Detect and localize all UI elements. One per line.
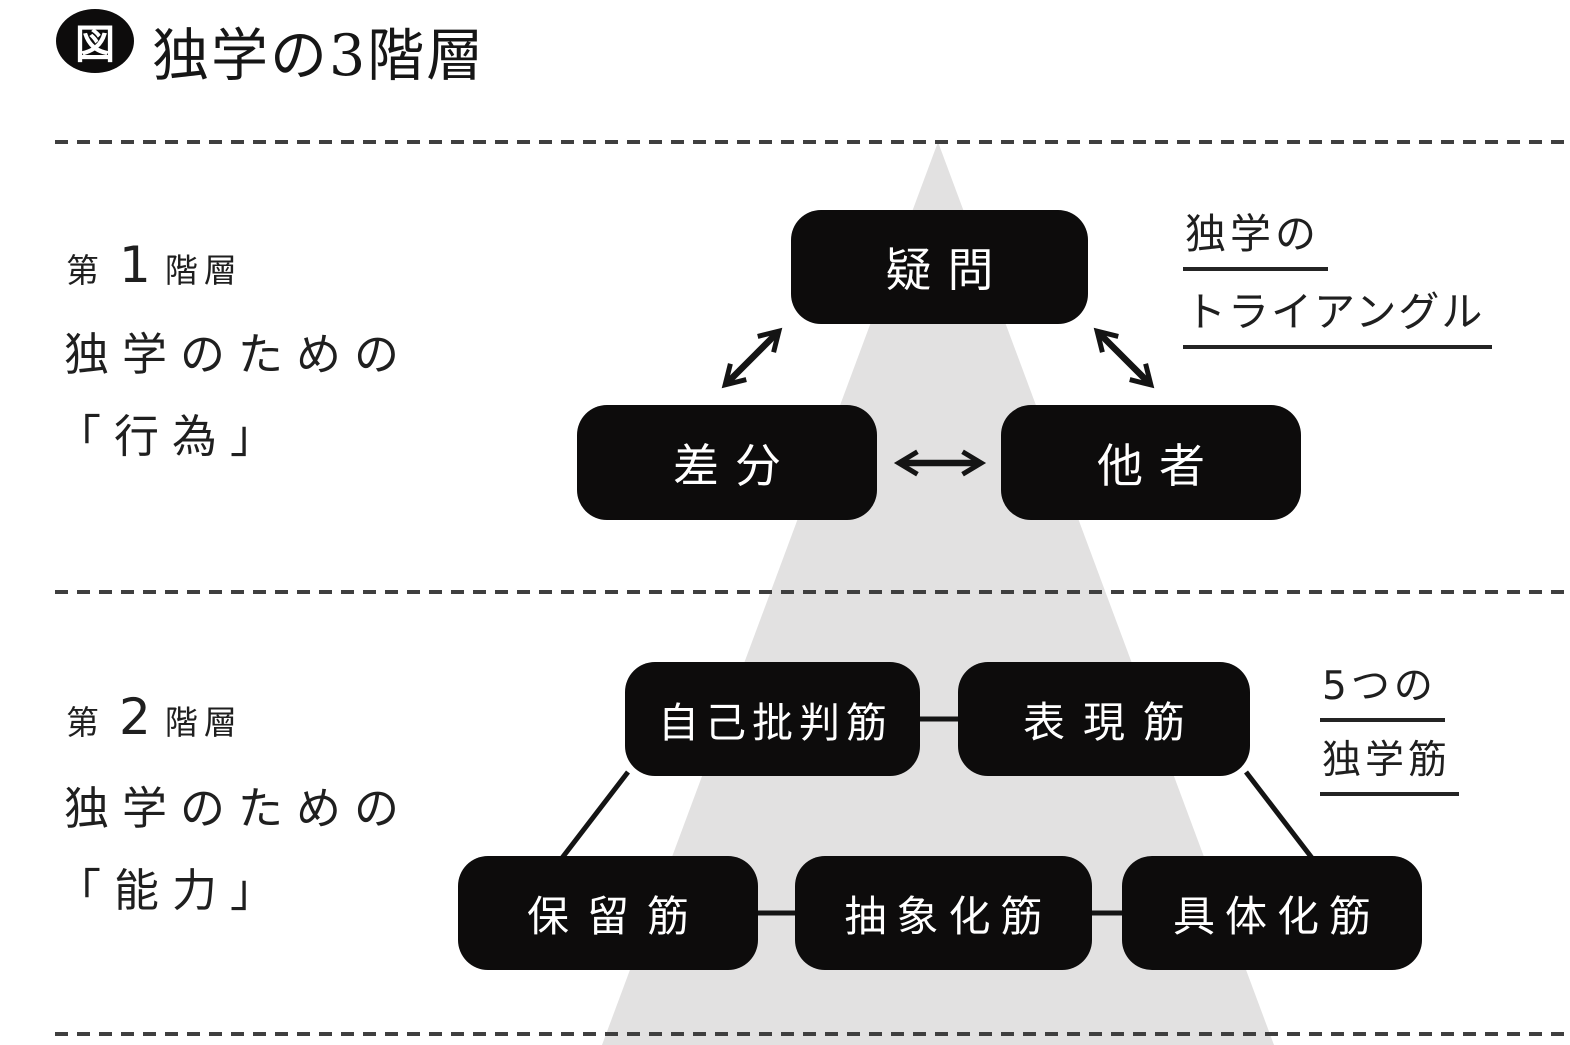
node-tasha: 他者	[1001, 405, 1301, 520]
page-title: 独学の3階層	[152, 23, 486, 89]
tier2-annotation-line2: 独学筋	[1320, 729, 1460, 796]
tier1-annotation-line1: 独学の	[1183, 200, 1328, 271]
node-jiko-hihan-kin: 自己批判筋	[625, 662, 920, 776]
node-gimon: 疑問	[791, 210, 1088, 324]
tier1-caption-line1: 独学のための	[64, 328, 413, 381]
tier1-caption-line2: 「行為」	[56, 410, 289, 463]
tier1-level-label: 第 1 階層	[66, 236, 243, 294]
tier2-caption-line1: 独学のための	[64, 782, 413, 835]
tier2-annotation-line1: 5つの	[1320, 655, 1445, 722]
node-chushoka-kin-label: 抽象化筋	[844, 891, 1053, 941]
figure-badge-glyph: 図	[75, 22, 115, 68]
node-horyu-kin-label: 保留筋	[526, 891, 707, 941]
node-horyu-kin: 保留筋	[458, 856, 758, 970]
node-gutaika-kin-label: 具体化筋	[1172, 891, 1381, 941]
tier1-annotation-line2: トライアングル	[1183, 278, 1493, 349]
tier1-annotation: 独学の トライアングル	[1183, 200, 1493, 356]
node-tasha-label: 他者	[1097, 438, 1221, 493]
connector-jikohihan-horyu	[560, 770, 630, 860]
tier1-level-number: 1	[119, 236, 151, 294]
node-hyogen-kin: 表現筋	[958, 662, 1250, 776]
node-chushoka-kin: 抽象化筋	[795, 856, 1092, 970]
node-jiko-hihan-kin-label: 自己批判筋	[658, 699, 893, 747]
tier2-caption-line2: 「能力」	[56, 864, 289, 917]
node-hyogen-kin-label: 表現筋	[1022, 697, 1203, 747]
tier1-level-prefix: 第	[66, 251, 105, 290]
connector-hyogen-gutaika	[1244, 770, 1314, 860]
arrow-gimon-tasha	[1093, 327, 1155, 389]
figure-badge-icon: 図	[56, 9, 134, 73]
tier1-level-suffix: 階層	[164, 251, 243, 290]
node-sabun-label: 差分	[673, 438, 797, 493]
tier2-level-prefix: 第	[66, 703, 105, 742]
node-gutaika-kin: 具体化筋	[1122, 856, 1422, 970]
tier2-level-number: 2	[119, 688, 151, 746]
tier2-level-label: 第 2 階層	[66, 688, 243, 746]
tier2-annotation: 5つの 独学筋	[1320, 655, 1460, 803]
node-gimon-label: 疑問	[885, 243, 1010, 297]
tier2-level-suffix: 階層	[164, 703, 243, 742]
arrow-gimon-sabun	[721, 327, 783, 389]
node-sabun: 差分	[577, 405, 877, 520]
